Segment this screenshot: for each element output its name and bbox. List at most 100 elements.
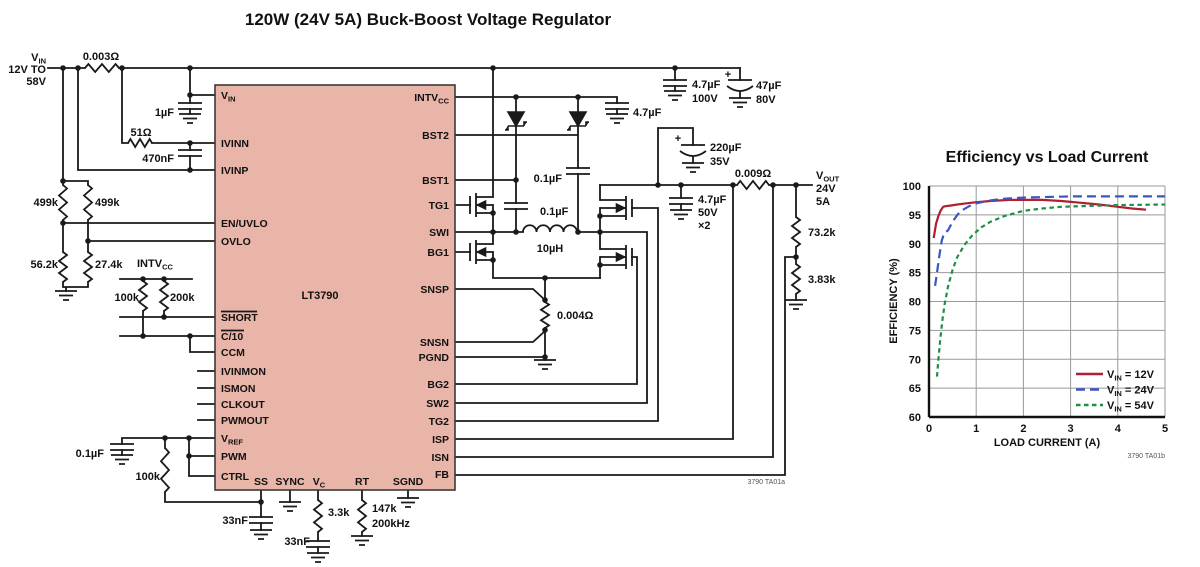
wires-vref-bottom bbox=[121, 437, 409, 554]
label-r-3k83: 3.83k bbox=[808, 274, 836, 286]
label-r-rt: 147k bbox=[372, 503, 397, 515]
x-tick: 3 bbox=[1068, 423, 1074, 435]
pin-tg2: TG2 bbox=[429, 416, 450, 428]
x-tick: 1 bbox=[973, 423, 979, 435]
pin-ivinmon: IVINMON bbox=[221, 366, 266, 378]
label-input-shunt: 0.003Ω bbox=[83, 51, 120, 63]
diode-bst2-schottky bbox=[567, 111, 589, 131]
y-tick: 95 bbox=[909, 210, 921, 222]
y-tick: 70 bbox=[909, 354, 921, 366]
label-rt-freq: 200kHz bbox=[372, 518, 410, 530]
wires-right-routing bbox=[454, 184, 797, 476]
label-intvcc-rail: INTVCC bbox=[137, 258, 173, 272]
mosfet-tg1-arrow-icon bbox=[475, 199, 487, 211]
cap-intvcc-47uf bbox=[605, 102, 629, 110]
cap-bst2-01uf bbox=[566, 167, 590, 175]
curve-= 54V bbox=[935, 203, 1166, 377]
pin-bst1: BST1 bbox=[422, 175, 449, 187]
label-r-73k: 73.2k bbox=[808, 227, 836, 239]
cap-470nf bbox=[178, 149, 202, 157]
x-tick: 5 bbox=[1162, 423, 1168, 435]
ic-lt3790 bbox=[214, 84, 456, 491]
resistor-100k-ctrl bbox=[159, 447, 171, 493]
pin-ismon: ISMON bbox=[221, 383, 255, 395]
curve-= 24V bbox=[934, 195, 1165, 287]
pin-tg1: TG1 bbox=[429, 200, 450, 212]
vout-amps: 5A bbox=[816, 196, 830, 208]
pin-ivinp: IVINP bbox=[221, 165, 248, 177]
mosfet-bg2-arrow-icon bbox=[615, 251, 627, 263]
resistor-73k bbox=[790, 216, 802, 248]
cap-out-47uf-50v bbox=[669, 197, 693, 205]
label-r-vc: 3.3k bbox=[328, 507, 350, 519]
label-100k-ctrl: 100k bbox=[136, 471, 161, 483]
label-cap-in2-v: 80V bbox=[756, 94, 776, 106]
resistor-output-shunt bbox=[736, 179, 770, 191]
ic-part-number: LT3790 bbox=[301, 290, 338, 302]
pin-isn: ISN bbox=[431, 452, 449, 464]
pin-clkout: CLKOUT bbox=[221, 399, 265, 411]
resistor-56k bbox=[57, 251, 69, 283]
x-tick: 2 bbox=[1020, 423, 1026, 435]
label-cap-intvcc: 4.7µF bbox=[633, 107, 662, 119]
y-tick: 90 bbox=[909, 239, 921, 251]
label-499k-a: 499k bbox=[34, 197, 59, 209]
pin-labels-right: INTVCC BST2 BST1 TG1 SWI BG1 SNSP SNSN P… bbox=[414, 92, 449, 481]
junction-dots bbox=[60, 65, 799, 505]
legend-entry: VIN = 12V bbox=[1107, 369, 1155, 383]
cap-1uf bbox=[178, 102, 202, 110]
schematic-tag: 3790 TA01a bbox=[748, 479, 786, 486]
y-tick: 75 bbox=[909, 325, 921, 337]
pin-bst2: BST2 bbox=[422, 130, 449, 142]
x-tick: 4 bbox=[1115, 423, 1122, 435]
pin-pgnd: PGND bbox=[419, 352, 450, 364]
label-r51: 51Ω bbox=[130, 127, 151, 139]
chart-title: Efficiency vs Load Current bbox=[946, 149, 1149, 166]
wires-input-left bbox=[47, 67, 741, 292]
label-cap-out-cer-n: ×2 bbox=[698, 220, 711, 232]
pin-bg2: BG2 bbox=[427, 379, 449, 391]
vin-range-1: 12V TO bbox=[8, 64, 46, 76]
pin-sgnd: SGND bbox=[393, 476, 424, 488]
label-56k: 56.2k bbox=[30, 259, 58, 271]
mosfet-bg1-arrow-icon bbox=[475, 246, 487, 258]
pin-pwm: PWM bbox=[221, 451, 247, 463]
pin-ctrl: CTRL bbox=[221, 471, 250, 483]
pin-vc: VC bbox=[313, 476, 326, 490]
y-tick: 65 bbox=[909, 383, 921, 395]
pin-isp: ISP bbox=[432, 434, 449, 446]
cap-vref-01uf bbox=[110, 443, 134, 451]
resistor-100k-top bbox=[137, 280, 149, 312]
label-output-shunt: 0.009Ω bbox=[735, 168, 772, 180]
diode-bst1-schottky bbox=[505, 111, 527, 131]
chart-gridlines bbox=[929, 185, 1166, 417]
pin-snsn: SNSN bbox=[420, 337, 449, 349]
cap-in-electrolytic-47uf bbox=[726, 79, 754, 92]
pin-intvcc: INTVCC bbox=[414, 92, 449, 106]
label-cap-bst2: 0.1µF bbox=[534, 173, 563, 185]
cap-in-47uf-100v bbox=[663, 79, 687, 87]
chart-ylabel: EFFICIENCY (%) bbox=[888, 258, 900, 344]
pin-labels-bottom: SS SYNC VC RT SGND bbox=[254, 476, 424, 490]
label-cap-vref: 0.1µF bbox=[76, 448, 105, 460]
pin-sw2: SW2 bbox=[426, 398, 449, 410]
chart-curves bbox=[932, 195, 1166, 377]
mosfet-tg2-arrow-icon bbox=[615, 202, 627, 214]
plus-sign-47uf: + bbox=[725, 69, 731, 81]
label-100k-top: 100k bbox=[115, 292, 140, 304]
label-200k: 200k bbox=[170, 292, 195, 304]
vout-terminal-label: VOUT bbox=[816, 170, 840, 184]
pin-rt: RT bbox=[355, 476, 370, 488]
label-inductor: 10µH bbox=[537, 243, 564, 255]
y-tick: 60 bbox=[909, 412, 921, 424]
mosfets bbox=[469, 193, 633, 269]
pin-short: SHORT bbox=[221, 312, 258, 324]
label-cap-out-cer-v: 50V bbox=[698, 207, 718, 219]
label-cap-vin: 1µF bbox=[155, 107, 174, 119]
capacitors bbox=[110, 79, 754, 548]
resistor-3k83 bbox=[790, 263, 802, 295]
resistor-200k bbox=[158, 280, 170, 312]
